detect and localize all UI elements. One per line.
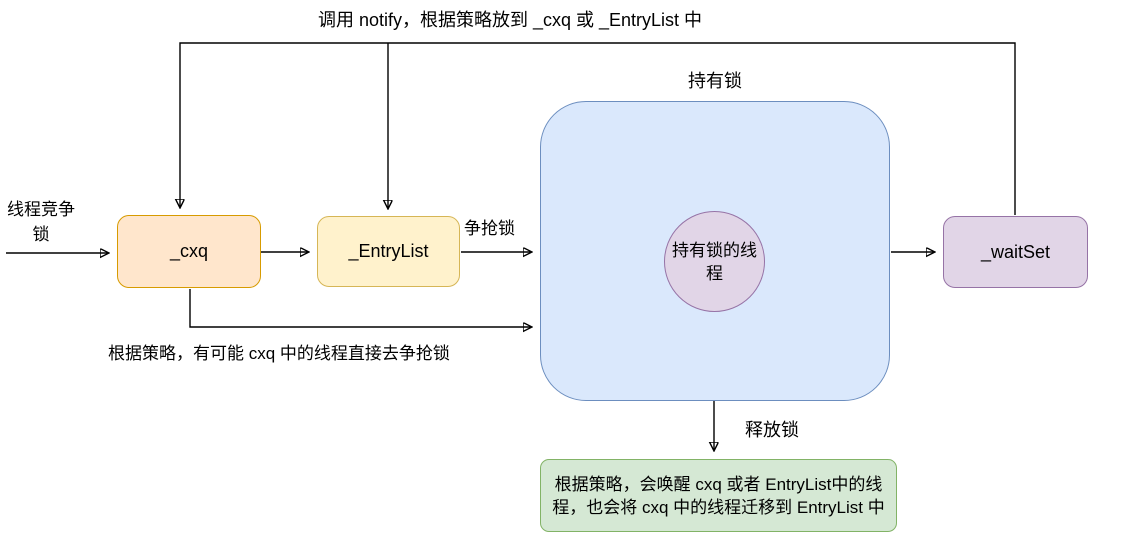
release-note-box: 根据策略，会唤醒 cxq 或者 EntryList中的线程，也会将 cxq 中的… bbox=[540, 459, 897, 532]
release-lock-annotation: 释放锁 bbox=[745, 420, 799, 440]
cxq-node-label: _cxq bbox=[169, 241, 209, 261]
edge-cxq-direct-to-holder bbox=[189, 289, 531, 327]
entrylist-node-label: _EntryList bbox=[348, 241, 429, 261]
thread-compete-annotation: 线程竞争锁 bbox=[7, 200, 75, 244]
waitset-node: _waitSet bbox=[943, 216, 1088, 288]
release-note-label: 根据策略，会唤醒 cxq 或者 EntryList中的线程，也会将 cxq 中的… bbox=[552, 474, 885, 517]
cxq-direct-annotation: 根据策略，有可能 cxq 中的线程直接去争抢锁 bbox=[108, 344, 450, 363]
entrylist-node: _EntryList bbox=[317, 216, 460, 287]
waitset-node-label: _waitSet bbox=[980, 241, 1051, 262]
cxq-node: _cxq bbox=[117, 215, 261, 288]
holder-area-title: 持有锁 bbox=[688, 71, 742, 91]
holder-thread-label: 持有锁的线程 bbox=[672, 240, 757, 283]
holder-thread-circle: 持有锁的线程 bbox=[664, 211, 765, 312]
compete-lock-annotation: 争抢锁 bbox=[464, 219, 515, 238]
notify-annotation: 调用 notify，根据策略放到 _cxq 或 _EntryList 中 bbox=[317, 10, 703, 30]
